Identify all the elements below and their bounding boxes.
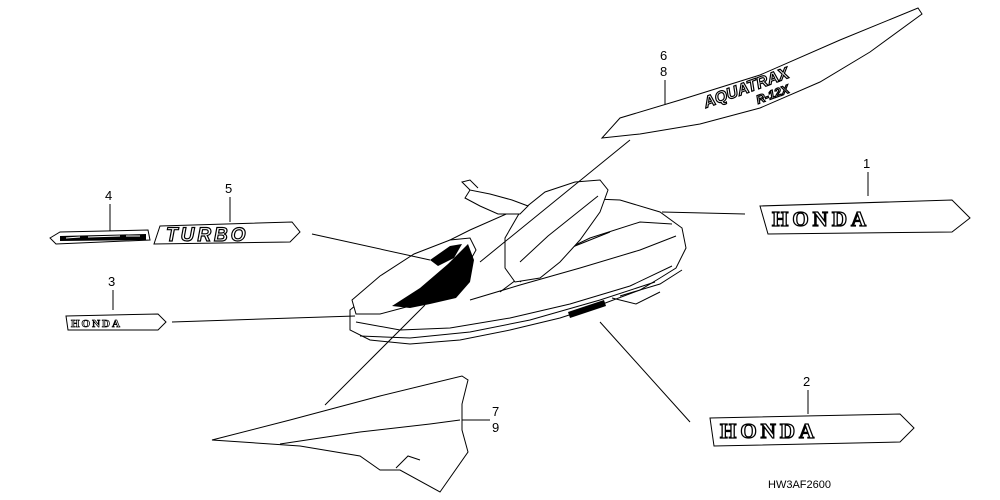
decal-swoosh-stripe [211,375,469,493]
decal-honda-small: HONDA [65,313,167,331]
honda-large-2-text: HONDA [720,419,818,443]
decal-turbo: TURBO [153,221,301,247]
callout-8: 8 [660,64,667,79]
callout-4: 4 [105,188,112,203]
honda-small-text: HONDA [71,318,122,330]
callout-2: 2 [803,374,810,389]
callout-numbers: 1 2 3 4 5 6 8 7 9 [105,48,870,435]
callout-3: 3 [108,274,115,289]
callout-5: 5 [225,181,232,196]
decal-model-stripe: AQUATRAX R-12X [600,7,923,139]
callout-9: 9 [492,420,499,435]
diagram-code: HW3AF2600 [768,479,831,491]
callout-1: 1 [863,156,870,171]
callout-7: 7 [492,404,499,419]
decal-honda-large-1: HONDA [759,199,971,235]
decal-script-badge [49,229,151,245]
decal-honda-large-2: HONDA [709,413,915,447]
watercraft-illustration [349,179,687,345]
turbo-text: TURBO [166,225,249,246]
callout-6: 6 [660,48,667,63]
honda-large-1-text: HONDA [772,207,870,231]
